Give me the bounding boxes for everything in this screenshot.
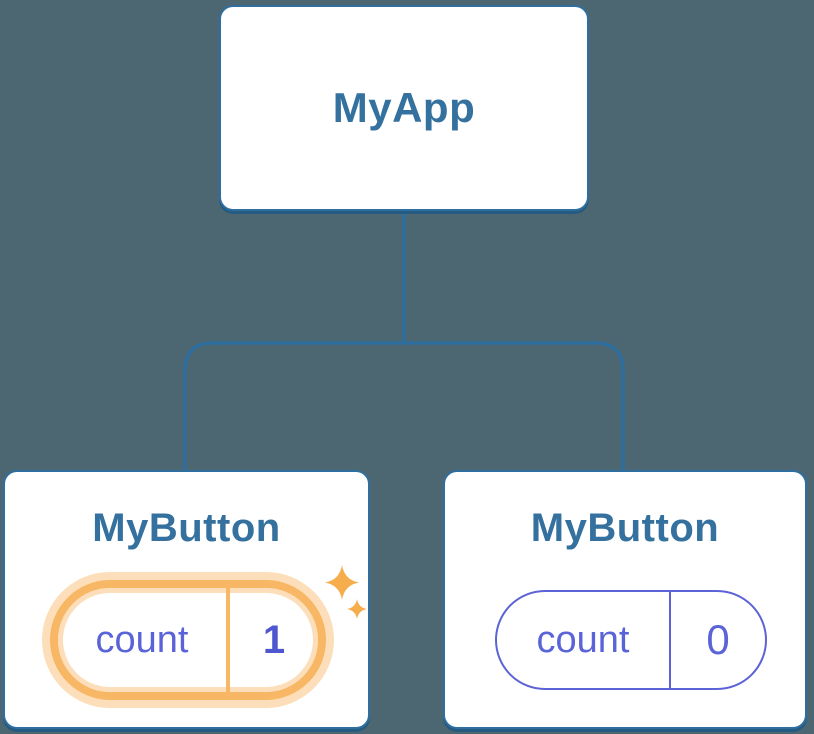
state-pill-divider [669,592,671,688]
state-pill-divider [226,588,230,692]
tree-node-root: MyApp [219,5,589,211]
state-value: 1 [262,617,286,662]
state-name-label: count [95,618,189,661]
node-label: MyApp [332,84,476,131]
tree-node-child-highlighted: MyButton count 1 [3,470,370,729]
tree-node-child-plain: MyButton count 0 [443,470,807,729]
node-title: MyButton [530,506,720,550]
node-title: MyButton [92,506,281,550]
state-pill-highlighted: count 1 [50,580,326,700]
state-value: 0 [706,616,730,663]
state-name-label: count [536,618,630,661]
state-pill-plain: count 0 [495,590,767,690]
